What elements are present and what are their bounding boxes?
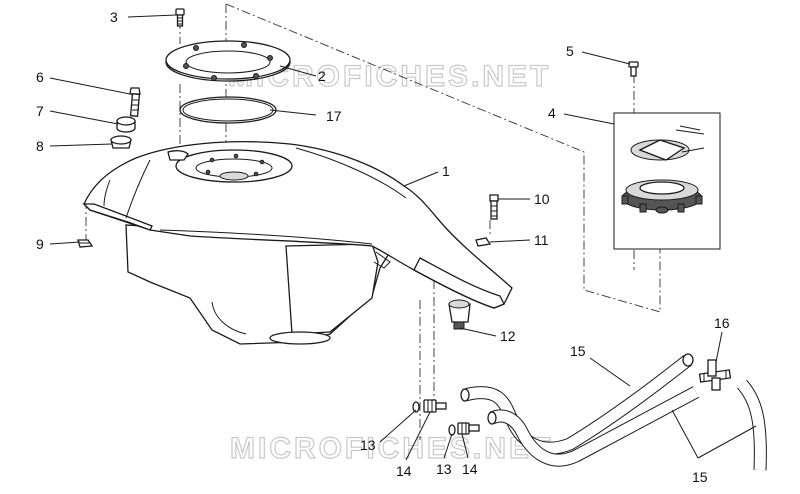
callout-2: 2 [318,68,326,84]
part-9-clip [77,239,94,248]
part-2-flange-ring [165,40,291,82]
callout-6: 6 [36,69,44,85]
part-16-t-connector [698,359,732,391]
part-12-rubber-mount [448,299,471,330]
callout-5: 5 [566,43,574,59]
callout-1: 1 [442,163,450,179]
callout-11: 11 [534,232,549,248]
callout-16: 16 [714,315,730,331]
part-1-fuel-tank [82,141,513,345]
callout-3: 3 [110,9,118,25]
callout-labels: 3 2 6 17 7 8 1 9 5 4 10 11 12 15 16 13 1… [36,9,730,485]
part-8-grommet [110,135,132,149]
part-5-screw [628,61,639,77]
callout-15-top: 15 [570,343,586,359]
callout-17: 17 [326,108,342,124]
callout-14-right: 14 [462,461,478,477]
callout-13-right: 13 [436,461,452,477]
part-15-hoses [460,353,767,471]
part-3-screw [175,8,185,27]
part-17-o-ring [179,96,277,124]
callout-14-left: 14 [396,463,412,479]
callout-9: 9 [36,236,44,252]
part-10-bolt [489,194,499,220]
leader-lines [49,14,757,461]
callout-15-bottom: 15 [692,469,708,485]
callout-7: 7 [36,103,44,119]
part-6-bolt [129,87,141,117]
part-11-clip [475,237,492,247]
callout-10: 10 [534,191,550,207]
callout-8: 8 [36,138,44,154]
part-13-14-fittings-left [412,399,447,413]
callout-12: 12 [500,328,516,344]
callout-13-left: 13 [360,437,376,453]
part-7-bushing [116,116,136,133]
callout-4: 4 [548,105,556,121]
watermark-bottom: MICROFICHES.NET [230,432,553,465]
part-4-fuel-pump-assembly [613,112,721,250]
